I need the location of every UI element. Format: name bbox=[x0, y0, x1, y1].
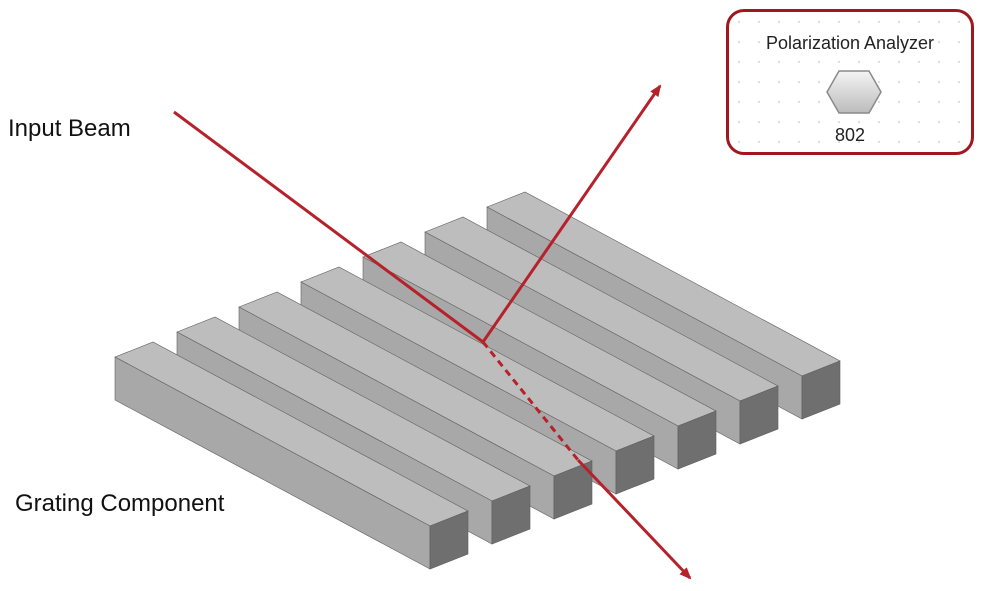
hexagon-icon bbox=[826, 70, 882, 114]
bar-end-face bbox=[677, 410, 717, 470]
input-beam-label: Input Beam bbox=[8, 115, 131, 142]
analyzer-title: Polarization Analyzer bbox=[765, 33, 935, 53]
bar-end-face bbox=[615, 435, 655, 495]
reflected-beam-ray bbox=[481, 84, 662, 343]
polarization-analyzer-panel[interactable]: Polarization Analyzer 802 bbox=[726, 9, 974, 155]
transmitted-beam-ray bbox=[576, 458, 692, 580]
beam-paths bbox=[173, 84, 692, 580]
bar-end-face bbox=[553, 460, 593, 520]
bar-end-face bbox=[429, 510, 469, 570]
bar-end-face bbox=[801, 360, 841, 420]
grating-bar bbox=[114, 341, 469, 570]
analyzer-id: 802 bbox=[834, 125, 866, 145]
transmitted-beam-dashed-segment bbox=[481, 341, 580, 461]
bar-end-face bbox=[491, 485, 531, 545]
grating-bars bbox=[114, 191, 841, 570]
grating-component-label: Grating Component bbox=[15, 490, 225, 517]
input-beam-ray bbox=[173, 110, 484, 344]
bar-end-face bbox=[739, 385, 779, 445]
